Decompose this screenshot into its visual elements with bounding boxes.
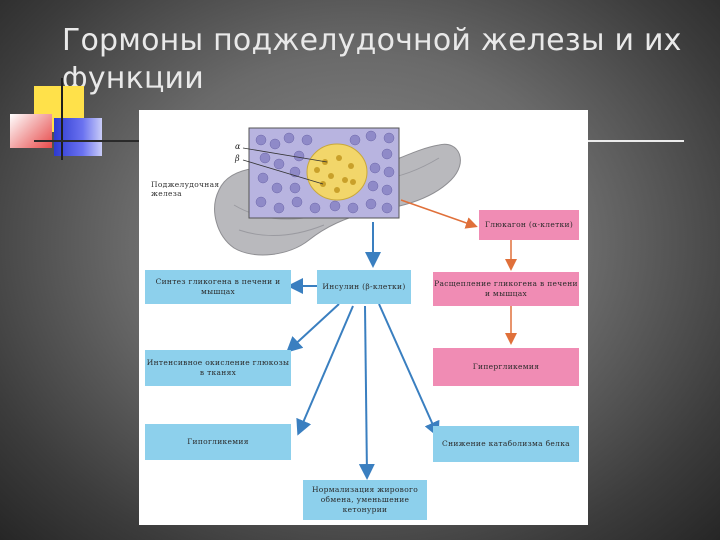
glycogen-breakdown-box: Расщепление гликогена в печени и мышцах	[433, 272, 579, 306]
alpha-label: α	[235, 142, 241, 151]
organ-label: Поджелудочная железа	[151, 180, 220, 198]
decor-horizontal-line-right	[588, 140, 684, 142]
insulin-box: Инсулин (β-клетки)	[317, 270, 411, 304]
protein-catabolism-box: Снижение катаболизма белка	[433, 426, 579, 462]
fat-metabolism-box: Нормализация жирового обмена, уменьшение…	[303, 480, 427, 520]
decor-horizontal-line-left	[34, 140, 140, 142]
decor-red-square	[10, 114, 52, 148]
arrow-insulin-to-oxidation	[286, 303, 340, 353]
decor-vertical-line	[61, 78, 63, 160]
glucose-oxidation-box: Интенсивное окисление глюкозы в тканях	[145, 350, 291, 386]
hyperglycemia-box: Гипергликемия	[433, 348, 579, 386]
pancreas-illustration	[214, 127, 517, 480]
hypoglycemia-box: Гипогликемия	[145, 424, 291, 460]
slide-title: Гормоны поджелудочной железы и их функци…	[62, 23, 682, 96]
arrow-insulin-to-fat	[358, 305, 375, 480]
glycogen-synthesis-box: Синтез гликогена в печени и мышцах	[145, 270, 291, 304]
arrow-insulin-to-hypoglycemia	[296, 305, 354, 436]
diagram-panel: α β Поджелудочная железа Глюкагон (α-кле…	[139, 110, 588, 525]
arrow-organ-to-glucagon	[400, 199, 478, 229]
glucagon-box: Глюкагон (α-клетки)	[479, 210, 579, 240]
beta-label: β	[235, 154, 240, 163]
arrow-insulin-to-protein	[378, 303, 440, 438]
